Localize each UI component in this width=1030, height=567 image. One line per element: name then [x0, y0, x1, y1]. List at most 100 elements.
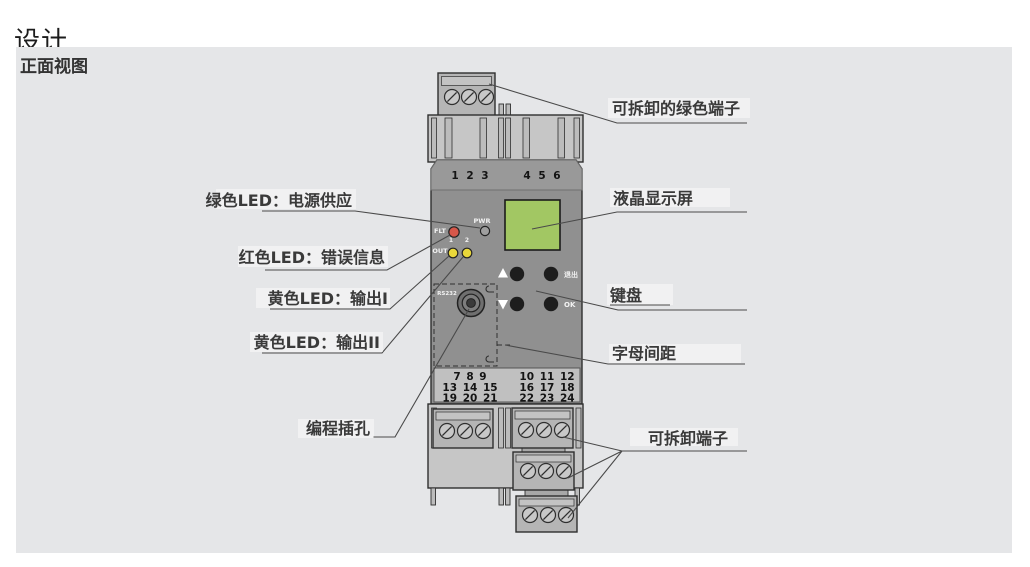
terminal-numbers-row: 13 14 15	[442, 382, 497, 394]
terminal-wire-slot	[515, 454, 572, 463]
upper-housing	[427, 103, 584, 163]
leader-line	[535, 290, 747, 311]
top-terminal-wire-slot	[441, 76, 492, 86]
out-led-label: OUT	[432, 247, 448, 255]
screw-icon	[519, 462, 537, 480]
screw-icon	[438, 422, 456, 440]
down-arrow-icon	[498, 300, 508, 310]
keypad-up-button	[509, 266, 525, 282]
bottom-left-terminal-block	[432, 408, 494, 449]
ok-button-label: OK	[564, 301, 576, 309]
terminal-wire-slot	[518, 498, 575, 507]
top-terminal-numbers-left: 1 2 3	[451, 170, 488, 182]
out2-number-label: 2	[465, 237, 469, 244]
screw-icon	[557, 506, 575, 524]
top-terminal-numbers-right: 4 5 6	[523, 170, 560, 182]
label-bg	[630, 428, 738, 446]
programming-jack-label: 编程插孔	[306, 419, 370, 438]
bottom-terminal-strip: 7 8 9 10 11 12 13 14 15 16 17 18 19 20 2…	[433, 367, 581, 405]
leader-line	[488, 83, 747, 124]
housing-rib	[444, 117, 453, 159]
rs232-label: RS232	[437, 291, 457, 297]
callout-removable-terminals: 可拆卸端子	[562, 428, 747, 519]
label-bg	[607, 284, 673, 305]
exit-button-label: 退出	[564, 270, 578, 279]
callout-labeling-area: 字母间距	[504, 344, 745, 365]
green-led-label: 绿色LED：电源供应	[206, 191, 352, 210]
keypad: 退出 OK	[498, 266, 578, 312]
terminal-numbers-row: 16 17 18	[519, 382, 574, 394]
callouts: 可拆卸的绿色端子 液晶显示屏 键盘 字母间距	[206, 83, 750, 519]
leader-line	[262, 256, 464, 354]
bottom-right-terminal-blocks	[511, 407, 578, 533]
out-led-2	[461, 247, 473, 259]
lcd-label: 液晶显示屏	[613, 189, 693, 208]
label-bg	[238, 246, 388, 267]
housing-rib	[557, 117, 565, 159]
terminal-numbers-row: 19 20 21	[442, 393, 497, 405]
front-panel-face	[430, 159, 583, 405]
keypad-exit-button	[543, 266, 559, 282]
front-panel: 1 2 3 4 5 6	[430, 159, 583, 405]
device-drawing: 1 2 3 4 5 6 PWR FLT 1 2 OUT	[427, 72, 584, 533]
screw-icon	[539, 506, 557, 524]
screw-icon	[553, 421, 571, 439]
housing-rib	[498, 407, 504, 449]
housing-rib	[522, 117, 530, 159]
screw-icon	[521, 506, 539, 524]
callout-yellow-led-1: 黄色LED：输出I	[256, 255, 450, 310]
din-clip-pin	[430, 487, 436, 506]
label-bg	[250, 332, 383, 352]
leader-line	[270, 255, 450, 310]
housing-rib	[498, 117, 504, 159]
screw-icon	[535, 421, 553, 439]
terminal-wire-slot	[435, 411, 491, 421]
callout-lcd: 液晶显示屏	[531, 188, 747, 230]
led-cluster: PWR FLT 1 2 OUT	[432, 217, 491, 259]
label-bg	[256, 288, 390, 308]
housing-rib	[505, 407, 511, 449]
callout-red-led: 红色LED：错误信息	[238, 234, 451, 271]
callout-programming-jack: 编程插孔	[298, 308, 470, 438]
leader-line	[562, 436, 747, 519]
leader-line	[531, 211, 747, 230]
terminal-numbers-row: 7 8 9	[453, 371, 486, 383]
front-view-heading: 正面视图	[20, 57, 88, 77]
pwr-led-label: PWR	[474, 217, 491, 225]
screw-icon	[517, 421, 535, 439]
screw-icon	[460, 88, 478, 106]
screw-icon	[477, 88, 495, 106]
terminal-numbers-row: 22 23 24	[519, 393, 574, 405]
terminal-wire-slot	[514, 410, 571, 420]
housing-rib	[505, 117, 511, 159]
screw-icon	[474, 422, 492, 440]
label-bg	[608, 98, 750, 118]
out1-number-label: 1	[449, 237, 453, 244]
removable-green-terminal-label: 可拆卸的绿色端子	[612, 99, 740, 118]
jack-hole	[466, 298, 476, 308]
callout-keypad: 键盘	[535, 284, 747, 311]
up-arrow-icon	[498, 268, 508, 278]
red-led-label: 红色LED：错误信息	[239, 248, 385, 267]
screw-icon	[537, 462, 555, 480]
terminal-numbers-row: 10 11 12	[519, 371, 574, 383]
label-clip-icon	[485, 285, 494, 293]
housing-rib	[575, 407, 582, 449]
housing-rib	[479, 117, 487, 159]
label-bg	[609, 344, 741, 363]
keypad-label: 键盘	[609, 286, 642, 305]
leader-line	[504, 344, 745, 365]
din-clip-pin	[498, 487, 504, 506]
keypad-ok-button	[543, 296, 559, 312]
top-terminal-block	[437, 72, 496, 117]
label-bg	[610, 188, 730, 207]
yellow-led-1-label: 黄色LED：输出I	[268, 289, 388, 308]
leader-line	[373, 308, 470, 438]
yellow-led-2-label: 黄色LED：输出II	[254, 333, 380, 352]
flt-led-label: FLT	[434, 227, 447, 235]
pwr-led	[479, 225, 491, 237]
callout-green-led: 绿色LED：电源供应	[206, 189, 481, 229]
labeling-area-label: 字母间距	[612, 344, 676, 363]
